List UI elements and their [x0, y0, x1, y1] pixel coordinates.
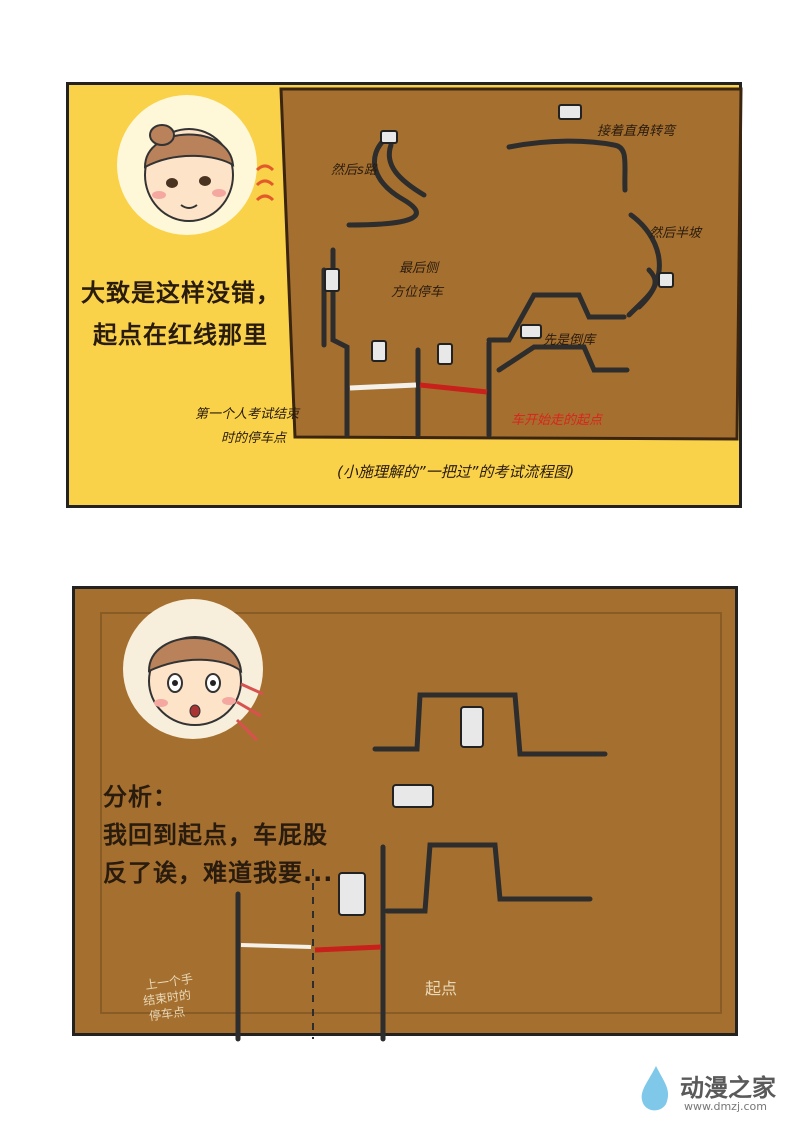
- logo-name: 动漫之家: [680, 1074, 776, 1102]
- label-last-person-1: 第一个人考试结束: [195, 407, 300, 422]
- handwritten-start-label: 起点: [425, 979, 458, 998]
- label-s-road: 然后s路: [331, 163, 377, 178]
- label-side-parking-2: 方位停车: [391, 285, 444, 300]
- logo-url: www.dmzj.com: [684, 1100, 767, 1113]
- panel-bottom: 分析： 我回到起点，车屁股 反了诶，难道我要... 上一个手 结束时的 停车点 …: [72, 586, 738, 1042]
- analysis-board: [100, 612, 722, 1042]
- caption-line-2: 起点在红线那里: [93, 321, 268, 349]
- label-start-point: 车开始走的起点: [511, 413, 603, 428]
- caption-line-1: 大致是这样没错，: [81, 279, 281, 307]
- panel-footer-caption: (小施理解的”一把过”的考试流程图): [337, 463, 575, 481]
- site-logo: 动漫之家 www.dmzj.com: [636, 1064, 796, 1124]
- motion-marks-icon: [255, 164, 275, 202]
- label-reverse-first: 先是倒库: [543, 333, 596, 348]
- analysis-line-2: 反了诶，难道我要...: [103, 859, 334, 887]
- label-side-parking-1: 最后侧: [399, 261, 439, 276]
- panel-top: 大致是这样没错， 起点在红线那里 然后s路 接着直角转弯 最后侧 方位停车 然后…: [66, 82, 743, 508]
- exam-map-board: [279, 87, 743, 441]
- avatar-surprised: [123, 599, 263, 739]
- shock-marks-icon: [235, 682, 264, 742]
- analysis-title: 分析：: [103, 783, 178, 811]
- label-right-turn: 接着直角转弯: [597, 124, 676, 139]
- label-last-person-2: 时的停车点: [221, 431, 287, 446]
- analysis-line-1: 我回到起点，车屁股: [103, 821, 328, 849]
- water-drop-icon: [641, 1066, 669, 1111]
- avatar-thinking: [117, 95, 257, 235]
- label-half-slope: 然后半坡: [649, 226, 702, 241]
